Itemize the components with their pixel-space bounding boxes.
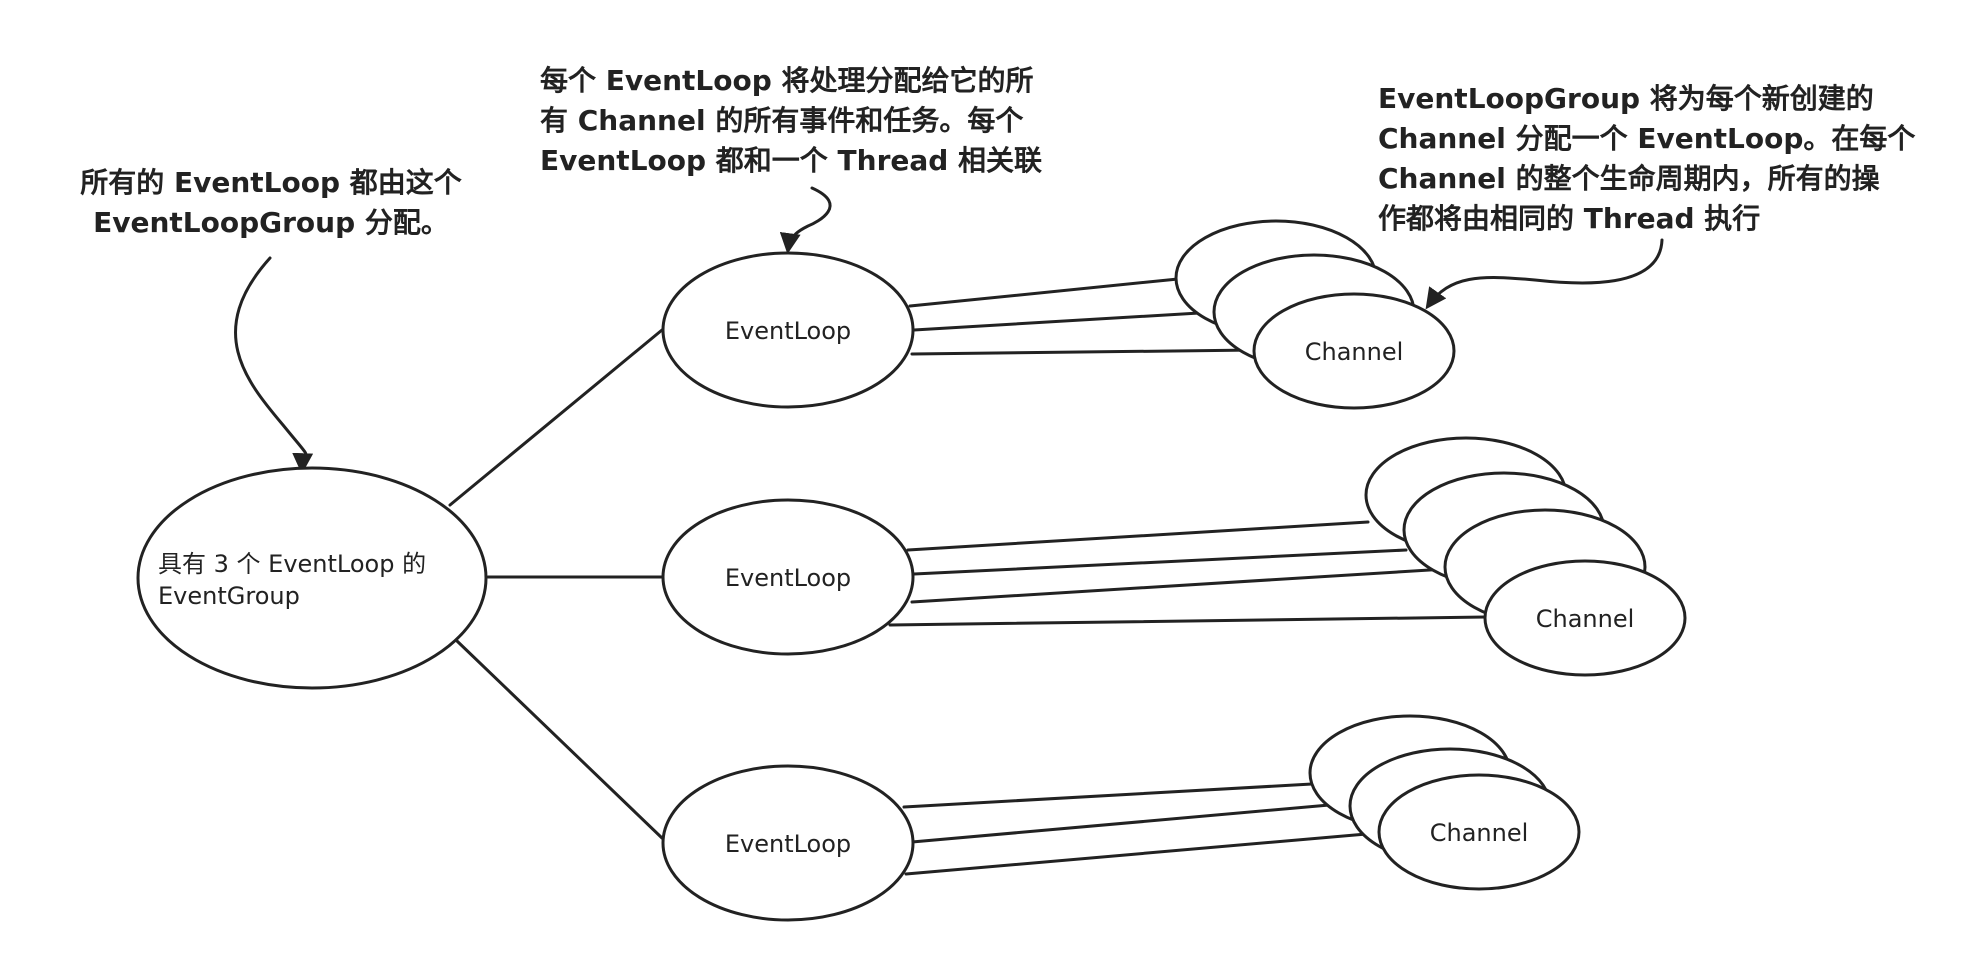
connector-loop3-channel-a	[902, 782, 1314, 809]
connector-loop2-channel-a	[906, 520, 1370, 552]
connector-loop2-channel-b	[912, 548, 1408, 576]
channel-label-2: Channel	[1536, 605, 1635, 633]
group-label-line-2: EventGroup	[158, 582, 300, 610]
channel-annotation: EventLoopGroup 将为每个新创建的 Channel 分配一个 Eve…	[1378, 79, 1915, 239]
connector-loop3-channel-b	[910, 801, 1354, 844]
channel-annotation-line-2: Channel 分配一个 EventLoop。在每个	[1378, 122, 1916, 155]
channel-label-3: Channel	[1430, 819, 1529, 847]
group-annotation-line-1: 所有的 EventLoop 都由这个	[80, 166, 462, 199]
connector-group-loop-3	[455, 639, 664, 840]
arrow-channel-note	[1425, 238, 1664, 310]
eventloop-node-1	[661, 251, 915, 409]
arrow-group-note	[234, 256, 314, 475]
eventloop-label-2: EventLoop	[725, 564, 851, 592]
eventloop-annotation-line-1: 每个 EventLoop 将处理分配给它的所	[540, 64, 1034, 97]
connector-loop1-channel-a	[908, 277, 1180, 308]
connector-group-loop-1	[448, 328, 664, 507]
group-annotation-line-2: EventLoopGroup 分配。	[93, 206, 449, 239]
channel-stack-2-front	[1483, 559, 1687, 677]
group-label-line-1: 具有 3 个 EventLoop 的	[158, 550, 426, 578]
arrow-eventloop-note	[779, 186, 832, 255]
eventloop-node-3	[661, 764, 915, 922]
connector-loop1-channel-b	[912, 310, 1218, 332]
channel-annotation-line-3: Channel 的整个生命周期内，所有的操	[1378, 162, 1880, 195]
channel-stack-3-front	[1377, 773, 1581, 891]
channel-stack-1-front	[1252, 292, 1456, 410]
connector-loop2-channel-c	[910, 567, 1448, 604]
connector-loop3-channel-c	[904, 831, 1380, 876]
channel-label-1: Channel	[1305, 338, 1404, 366]
event-group-node	[136, 466, 488, 690]
eventloop-annotation-line-3: EventLoop 都和一个 Thread 相关联	[540, 144, 1043, 177]
connector-loop2-channel-d	[888, 615, 1488, 627]
eventloop-annotation-line-2: 有 Channel 的所有事件和任务。每个	[540, 104, 1024, 137]
eventloop-label-1: EventLoop	[725, 317, 851, 345]
group-annotation: 所有的 EventLoop 都由这个 EventLoopGroup 分配。	[56, 163, 486, 243]
channel-annotation-line-4: 作都将由相同的 Thread 执行	[1378, 202, 1761, 235]
connector-loop1-channel-c	[910, 348, 1258, 356]
eventloop-node-2	[661, 498, 915, 656]
eventloop-annotation: 每个 EventLoop 将处理分配给它的所 有 Channel 的所有事件和任…	[540, 61, 1042, 181]
eventloop-label-3: EventLoop	[725, 830, 851, 858]
channel-annotation-line-1: EventLoopGroup 将为每个新创建的	[1378, 82, 1874, 115]
